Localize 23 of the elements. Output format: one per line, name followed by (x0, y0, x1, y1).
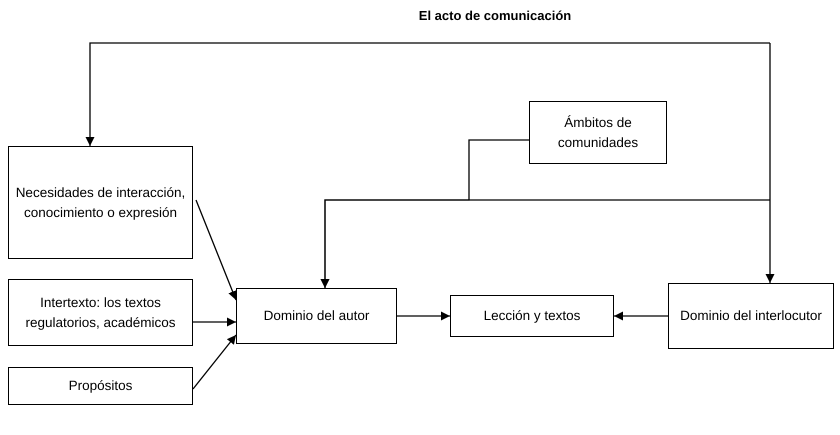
diagram-title: El acto de comunicación (418, 8, 572, 23)
arrow (397, 312, 450, 320)
arrow (320, 139, 529, 288)
process-box (529, 101, 667, 164)
process-box (236, 288, 397, 344)
box-label: Dominio del autor (264, 307, 370, 326)
arrow (766, 43, 774, 283)
box-label: Lección y textos (484, 307, 580, 326)
process-box (8, 279, 193, 346)
box-label: Intertexto: los textos regulatorios, académicos (24, 294, 177, 332)
arrow (86, 42, 770, 146)
arrow (614, 312, 668, 320)
process-box (668, 283, 834, 349)
process-box (450, 295, 614, 337)
box-label: Necesidades de interacción, conocimiento o expresión (15, 184, 186, 222)
process-box (8, 367, 193, 405)
arrow (192, 334, 236, 390)
process-box (8, 146, 193, 259)
box-label: Dominio del interlocutor (680, 307, 822, 326)
arrow (195, 200, 237, 300)
box-label: Ámbitos de comunidades (556, 114, 640, 152)
arrow (193, 318, 236, 326)
box-label: Propósitos (68, 377, 132, 396)
